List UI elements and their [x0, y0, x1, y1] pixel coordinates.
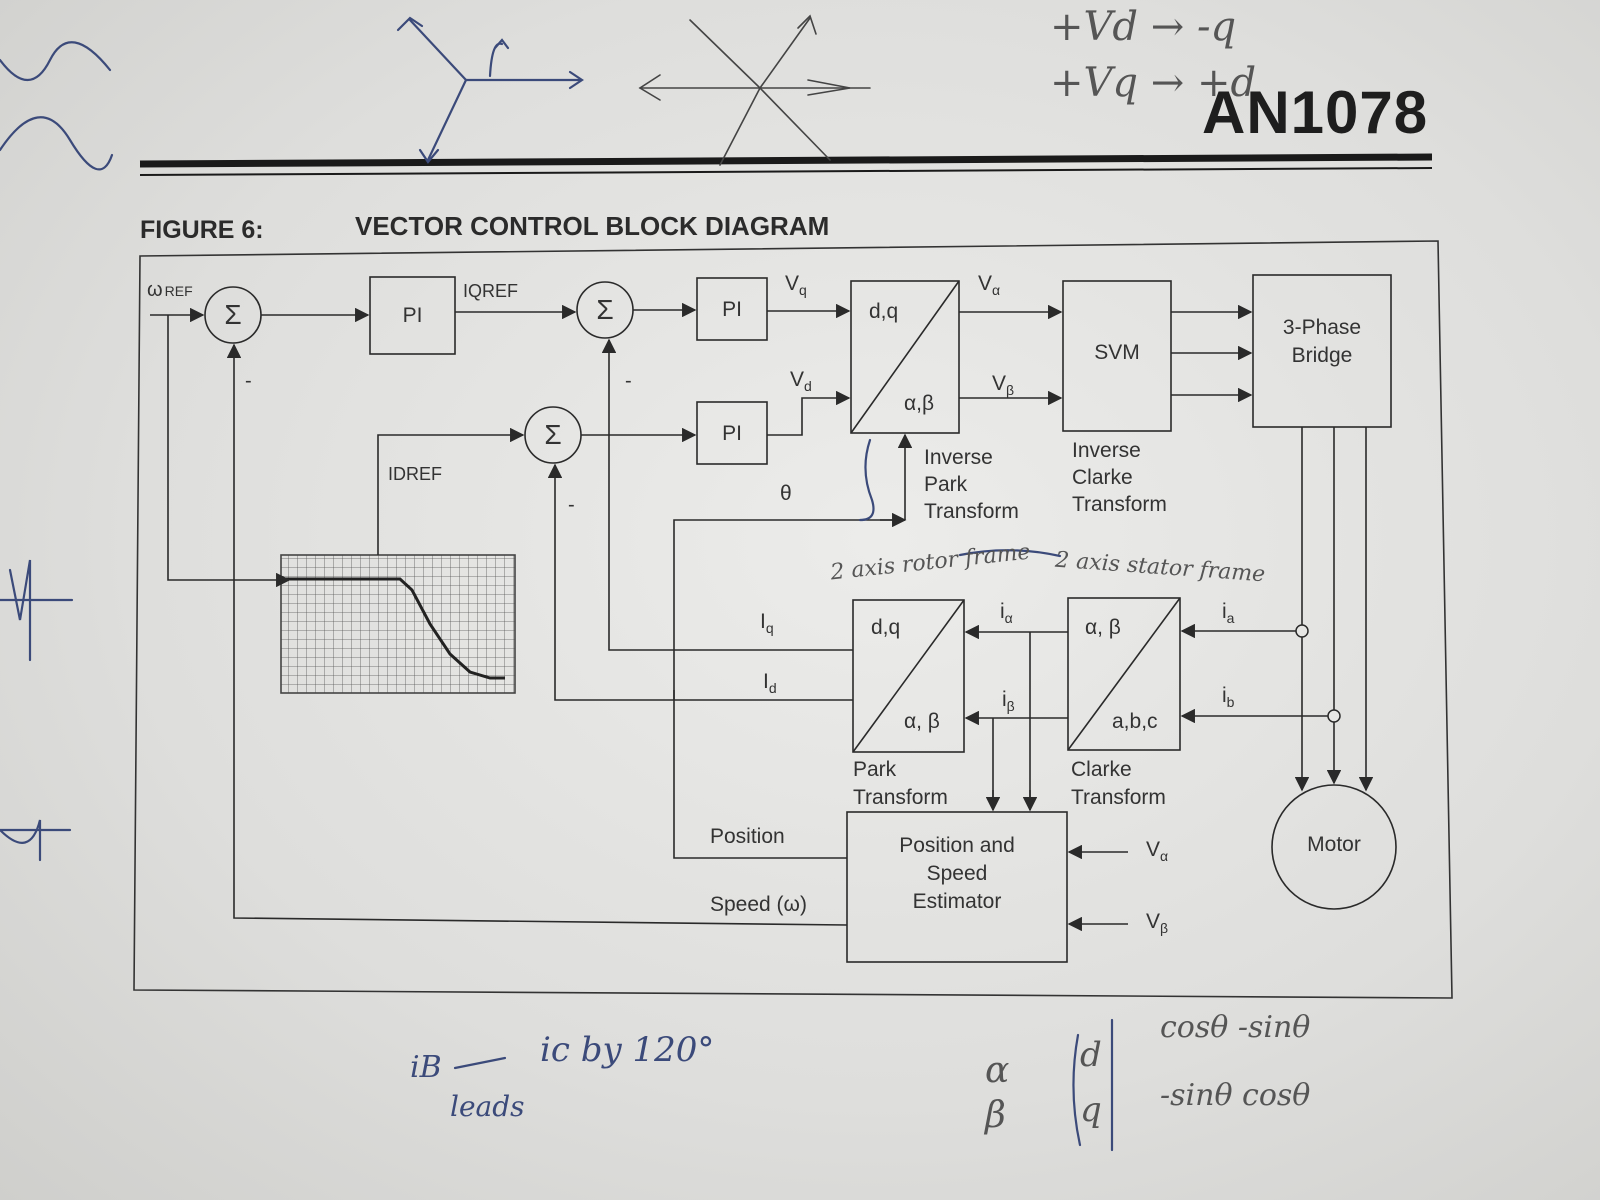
bridge-block — [1252, 274, 1392, 428]
motor-circle — [1271, 784, 1397, 910]
park-bottom: α, β — [904, 710, 940, 733]
svm-caption-3: Transform — [1072, 493, 1167, 516]
handwritten-note-vq: +Vq → +d — [1050, 60, 1257, 106]
handwritten-q: q — [1080, 1090, 1102, 1130]
speed-label: Speed (ω) — [710, 893, 807, 916]
park-top: d,q — [871, 616, 901, 639]
inverse-park-top: d,q — [869, 300, 899, 323]
pi-speed-block — [369, 276, 456, 355]
handwritten-leads: leads — [450, 1090, 525, 1123]
handwritten-sketches — [0, 14, 1114, 1152]
bridge-label-1: 3-Phase — [1282, 316, 1362, 339]
motor-label: Motor — [1307, 833, 1361, 856]
svm-block — [1062, 280, 1172, 432]
id-feedback-label: Id — [763, 670, 777, 697]
ialpha-label: iα — [1000, 600, 1013, 627]
handwritten-matrix-row-1: cosθ -sinθ — [1160, 1010, 1311, 1045]
vbeta-label: Vβ — [992, 372, 1015, 399]
inverse-park-caption-1: Inverse — [924, 446, 993, 469]
theta-label: θ — [780, 482, 792, 505]
minus-sign-iq: - — [625, 370, 632, 392]
ib-tap — [1327, 709, 1341, 723]
sum-symbol-speed: Σ — [224, 299, 242, 330]
pi-speed-label: PI — [402, 304, 423, 327]
svm-caption-2: Clarke — [1072, 466, 1133, 489]
inverse-park-block — [850, 280, 960, 434]
handwritten-d: d — [1080, 1035, 1102, 1075]
vd-label: Vd — [790, 368, 812, 395]
figure-frame — [133, 240, 1453, 999]
minus-sign-id: - — [568, 494, 575, 516]
clarke-caption-1: Clarke — [1071, 758, 1132, 781]
ia-label: ia — [1222, 600, 1235, 627]
minus-sign-speed: - — [245, 370, 252, 392]
ibeta-label: iβ — [1002, 688, 1015, 715]
clarke-caption-2: Transform — [1071, 786, 1166, 809]
ia-tap — [1295, 624, 1309, 638]
handwritten-beta: β — [985, 1095, 1006, 1136]
pi-id-label: PI — [722, 422, 742, 445]
park-caption-1: Park — [853, 758, 897, 781]
iq-ref-label: IQREF — [463, 281, 519, 301]
sum-symbol-id: Σ — [544, 419, 562, 450]
position-label: Position — [710, 825, 785, 848]
field-weakening-chart — [280, 554, 516, 694]
pi-id-block — [696, 401, 768, 465]
ib-label: ib — [1222, 684, 1235, 711]
figure-label: FIGURE 6: — [140, 216, 264, 244]
id-ref-label: IDREF — [388, 464, 442, 484]
clarke-block — [1067, 597, 1181, 751]
clarke-bottom: a,b,c — [1112, 710, 1158, 733]
sum-symbol-iq: Σ — [596, 294, 614, 325]
estimator-label-2: Speed — [926, 862, 988, 885]
inverse-park-caption-2: Park — [924, 473, 968, 496]
estimator-label-3: Estimator — [912, 890, 1002, 913]
svm-caption-1: Inverse — [1072, 439, 1141, 462]
handwritten-matrix-row-2: -sinθ cosθ — [1160, 1078, 1311, 1113]
handwritten-ic-120: ic by 120° — [540, 1030, 715, 1070]
field-weakening-curve — [281, 577, 505, 680]
handwritten-ib: iB — [410, 1050, 442, 1085]
inverse-park-bottom: α,β — [904, 392, 935, 415]
clarke-top: α, β — [1085, 616, 1121, 639]
valpha-input-label: Vα — [1146, 838, 1169, 865]
header-rule — [139, 153, 1433, 176]
park-caption-2: Transform — [853, 786, 948, 809]
bridge-label-2: Bridge — [1291, 344, 1353, 367]
valpha-label: Vα — [978, 272, 1001, 299]
pi-iq-block — [696, 277, 768, 341]
estimator-block — [846, 811, 1068, 963]
handwritten-note-vd: +Vd → -q — [1050, 4, 1237, 50]
iq-feedback-label: Iq — [760, 610, 774, 637]
vbeta-input-label: Vβ — [1146, 910, 1169, 937]
vq-label: Vq — [785, 272, 807, 299]
estimator-label-1: Position and — [899, 834, 1015, 857]
svm-label: SVM — [1094, 341, 1140, 364]
figure-title: VECTOR CONTROL BLOCK DIAGRAM — [355, 211, 830, 241]
document-id: AN1078 — [1202, 79, 1429, 146]
pi-iq-label: PI — [722, 298, 742, 321]
inverse-park-caption-3: Transform — [924, 500, 1019, 523]
park-block — [852, 599, 965, 753]
handwritten-alpha: α — [985, 1050, 1010, 1091]
